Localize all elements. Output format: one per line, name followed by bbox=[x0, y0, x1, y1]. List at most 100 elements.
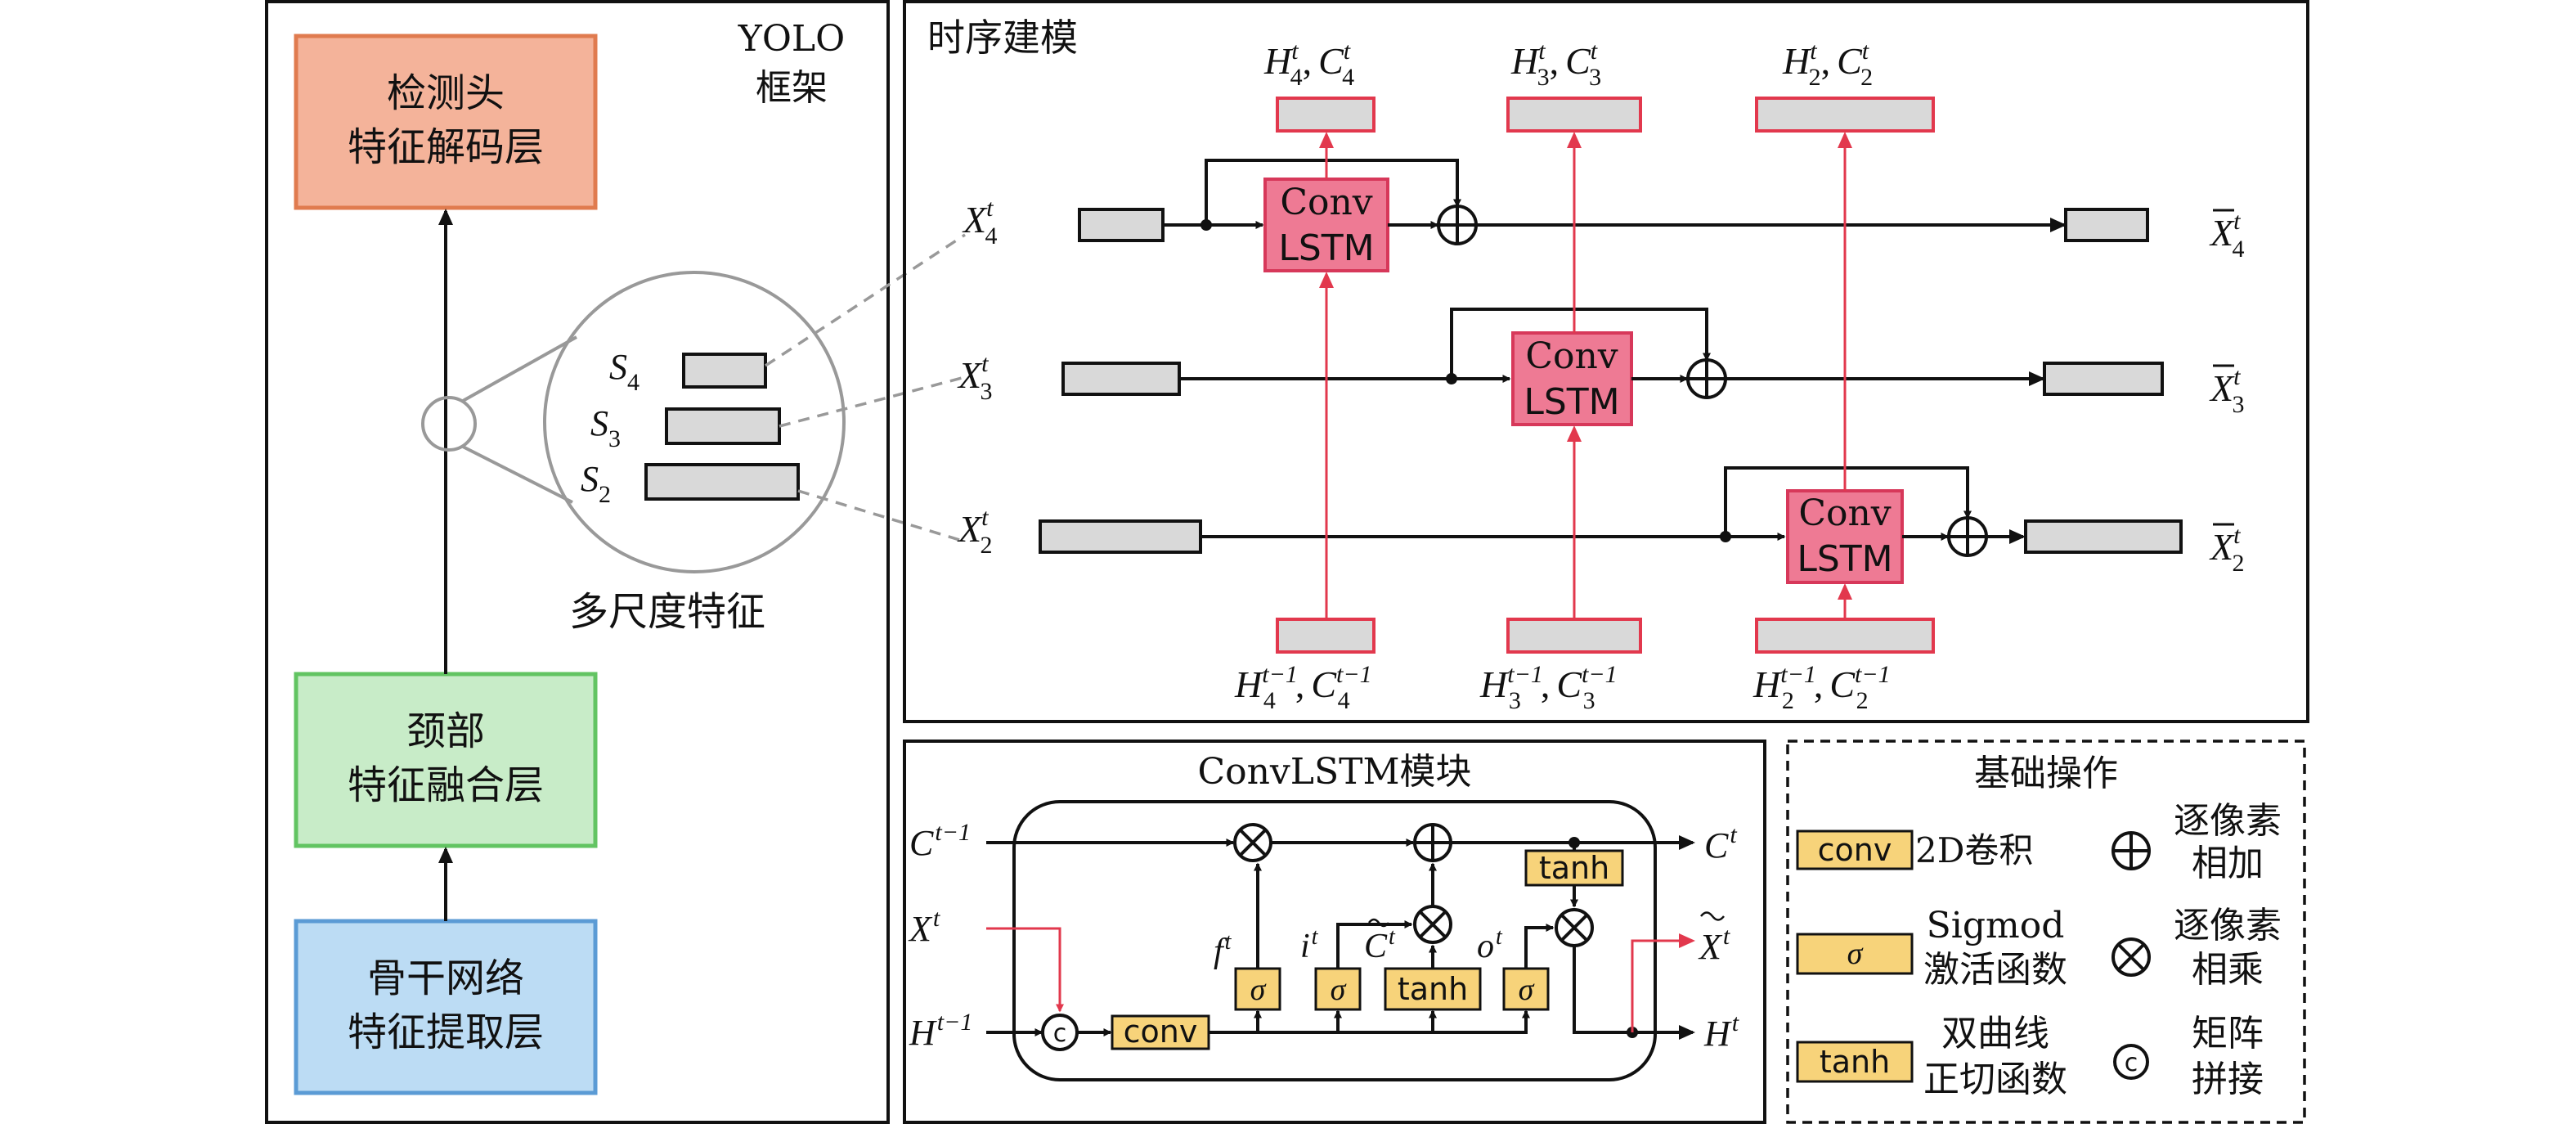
svg-text:Xt: Xt bbox=[1698, 923, 1730, 967]
legend-sigma-box bbox=[1796, 933, 1914, 975]
legend-panel: 基础操作 conv 2D卷积 逐像素 相加 σ Sigmod 激活函数 逐像素 … bbox=[1786, 740, 2306, 1124]
convlstm-title: ConvLSTM模块 bbox=[1197, 751, 1471, 793]
add-op-cell bbox=[1413, 823, 1452, 862]
backbone-line2: 特征提取层 bbox=[348, 1009, 544, 1055]
state-in-box-4 bbox=[1276, 618, 1376, 654]
convlstm-panel: ConvLSTM模块 Ct−1 Xt Ht−1 Ct tanh bbox=[903, 740, 1766, 1124]
label-c-out: Ct bbox=[1704, 821, 1737, 865]
svg-text:Xt4: Xt4 bbox=[2209, 208, 2244, 263]
yolo-panel: YOLO 框架 检测头 特征解码层 颈部 特征融合层 骨干网络 特征提取层 bbox=[265, 0, 890, 1124]
gate-f-label: ft bbox=[1214, 929, 1232, 970]
svg-text:c: c bbox=[2125, 1049, 2138, 1077]
neck-line2: 特征融合层 bbox=[348, 762, 544, 808]
yolo-title-line2: 框架 bbox=[756, 67, 828, 109]
legend-concat-icon: c bbox=[2113, 1044, 2149, 1080]
conv-box bbox=[1111, 1014, 1210, 1050]
label-s4: S4 bbox=[609, 347, 640, 396]
connector-s2 bbox=[797, 489, 966, 543]
input-feature-x2 bbox=[1039, 519, 1202, 554]
concat-op: c bbox=[1041, 1014, 1079, 1051]
legend-tanh-box bbox=[1796, 1041, 1914, 1083]
label-s2: S2 bbox=[581, 459, 611, 508]
yolo-title-line1: YOLO bbox=[738, 18, 845, 60]
label-x-in: Xt bbox=[908, 905, 940, 949]
mul-op-output bbox=[1555, 908, 1594, 947]
gate-o-label: ot bbox=[1477, 924, 1503, 965]
sigma-forget bbox=[1234, 967, 1281, 1011]
legend-conv-box bbox=[1796, 830, 1914, 870]
multiscale-label: 多尺度特征 bbox=[569, 589, 765, 635]
svg-text:conv: conv bbox=[1818, 832, 1892, 868]
mul-op-input bbox=[1413, 905, 1452, 944]
add-op-x3 bbox=[1686, 358, 1727, 399]
legend-concat-line1: 矩阵 bbox=[2192, 1013, 2264, 1054]
backbone-box: 骨干网络 特征提取层 bbox=[294, 919, 598, 1095]
feature-s4 bbox=[682, 353, 767, 389]
state-in-box-3 bbox=[1506, 618, 1642, 654]
output-feature-x2 bbox=[2024, 519, 2183, 554]
output-feature-x3 bbox=[2043, 362, 2164, 396]
cell-x4-line1: Conv bbox=[1280, 182, 1372, 223]
temporal-panel-border bbox=[903, 0, 2309, 723]
label-x-out: Xt bbox=[1698, 911, 1730, 967]
feature-tap-circle bbox=[421, 396, 477, 452]
add-op-x4 bbox=[1437, 205, 1478, 245]
legend-mul-line1: 逐像素 bbox=[2174, 905, 2282, 946]
legend-add-line2: 相加 bbox=[2192, 843, 2264, 884]
sigma-output bbox=[1502, 967, 1550, 1011]
row-x3: Conv LSTM bbox=[1061, 308, 2164, 426]
state-in-box-2 bbox=[1755, 618, 1935, 654]
input-feature-x4 bbox=[1078, 208, 1165, 242]
svg-text:c: c bbox=[1053, 1019, 1067, 1048]
legend-add-line1: 逐像素 bbox=[2174, 800, 2282, 842]
neck-line1: 颈部 bbox=[406, 708, 485, 754]
tanh-box-output bbox=[1524, 849, 1624, 887]
cell-x4-line2: LSTM bbox=[1278, 227, 1374, 269]
yolo-panel-border bbox=[265, 0, 890, 1124]
legend-sigma-line2: 激活函数 bbox=[1923, 949, 2067, 991]
convlstm-cell-x3 bbox=[1511, 331, 1633, 426]
legend-panel-border bbox=[1786, 740, 2306, 1124]
neck-box: 颈部 特征融合层 bbox=[294, 672, 598, 848]
feature-connectors bbox=[765, 233, 966, 543]
svg-text:Xt3: Xt3 bbox=[2209, 363, 2244, 418]
detection-head-box: 检测头 特征解码层 bbox=[294, 34, 598, 210]
zoom-line-top bbox=[462, 335, 577, 402]
legend-sigma-line1: Sigmod bbox=[1927, 905, 2065, 946]
detection-head-line1: 检测头 bbox=[387, 70, 505, 116]
label-h-prev: Ht−1 bbox=[909, 1009, 972, 1053]
cell-x3-line2: LSTM bbox=[1524, 381, 1619, 423]
cell-x2-line1: Conv bbox=[1798, 492, 1891, 534]
output-feature-x4 bbox=[2064, 208, 2149, 242]
cell-x2-line2: LSTM bbox=[1797, 538, 1892, 580]
legend-mul-line2: 相乘 bbox=[2192, 949, 2264, 991]
cell-x3-line1: Conv bbox=[1525, 335, 1618, 377]
temporal-title: 时序建模 bbox=[927, 16, 1078, 60]
feature-s2 bbox=[644, 463, 800, 501]
row-x4: Conv LSTM bbox=[1078, 159, 2149, 272]
add-op-x2 bbox=[1947, 516, 1988, 557]
svg-text:σ: σ bbox=[1847, 937, 1864, 971]
legend-tanh-line1: 双曲线 bbox=[1941, 1013, 2049, 1054]
svg-text:σ: σ bbox=[1331, 973, 1347, 1007]
zoom-line-bottom bbox=[462, 445, 573, 504]
legend-conv-desc: 2D卷积 bbox=[1915, 830, 2033, 870]
state-out-box-3 bbox=[1506, 97, 1642, 133]
state-arrows bbox=[1319, 132, 1852, 619]
svg-text:σ: σ bbox=[1250, 973, 1267, 1007]
state-out-box-4 bbox=[1276, 97, 1376, 133]
svg-text:Ct: Ct bbox=[1364, 924, 1396, 965]
feature-s3 bbox=[665, 407, 781, 445]
convlstm-panel-border bbox=[903, 740, 1766, 1124]
